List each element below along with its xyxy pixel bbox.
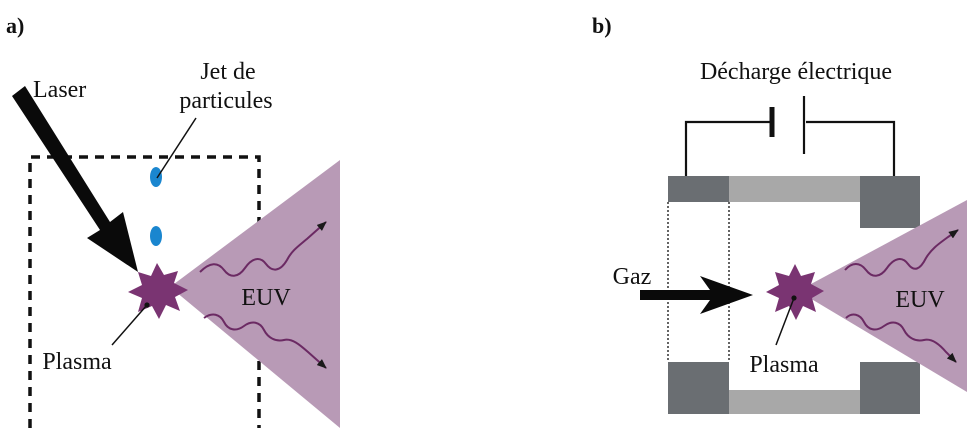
particle-droplet-1 — [150, 167, 162, 187]
euv-label-a: EUV — [241, 285, 291, 311]
insulator-top — [729, 176, 860, 202]
electrode-top-left — [668, 176, 729, 202]
vacuum-chamber-outline — [28, 155, 261, 428]
jet-leader-line — [156, 117, 197, 179]
plasma-burst-a — [128, 263, 188, 319]
laser-beam — [12, 86, 138, 272]
gas-inlet-arrow — [640, 276, 753, 314]
gas-label: Gaz — [613, 264, 652, 290]
panel-a: a) Laser Jet de particules EUV Plasma — [6, 13, 340, 428]
electrode-bottom-left — [668, 362, 729, 414]
discharge-label: Décharge électrique — [700, 59, 892, 85]
euv-wave-lower-a — [203, 313, 327, 369]
euv-cone-b — [798, 200, 967, 392]
panel-b-label: b) — [592, 13, 612, 38]
plasma-burst-b — [766, 264, 824, 320]
insulator-bottom — [729, 390, 860, 414]
jet-label-line2: particules — [179, 88, 272, 114]
electrode-top-right — [860, 176, 920, 228]
panel-a-label: a) — [6, 13, 24, 38]
jet-label-line1: Jet de — [200, 59, 255, 85]
euv-wave-upper-a — [199, 221, 327, 277]
euv-wave-upper-b — [844, 229, 959, 277]
circuit-wire — [684, 120, 896, 176]
euv-label-b: EUV — [895, 287, 945, 313]
laser-label: Laser — [33, 77, 86, 103]
plasma-leader-line-a — [111, 304, 148, 346]
plasma-label-a: Plasma — [42, 349, 112, 375]
euv-wave-lower-b — [845, 313, 957, 363]
panel-b: b) Décharge électrique Gaz Plasma EUV — [592, 13, 967, 414]
plasma-leader-line-b — [775, 297, 795, 346]
particle-droplet-2 — [150, 226, 162, 246]
euv-cone-a — [170, 160, 340, 428]
plasma-label-b: Plasma — [749, 352, 819, 378]
electrode-bottom-right — [860, 362, 920, 414]
